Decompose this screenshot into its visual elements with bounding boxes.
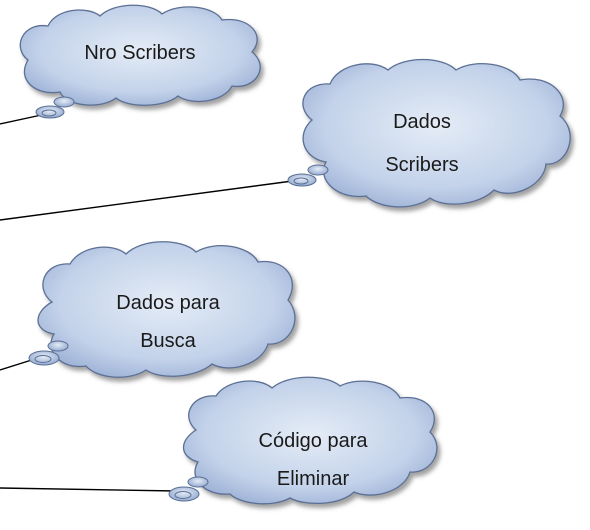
thought-bubble bbox=[293, 177, 309, 185]
cloud-label-line: Código para bbox=[259, 430, 369, 452]
thought-bubbles-codigo-para-eliminar bbox=[168, 476, 209, 502]
cloud-shape bbox=[302, 58, 571, 208]
thought-bubble bbox=[34, 355, 52, 363]
thought-bubble bbox=[53, 96, 75, 108]
cloud-dados-scribers bbox=[302, 58, 571, 208]
cloud-shape bbox=[19, 4, 261, 106]
cloud-label-line: Nro Scribers bbox=[84, 42, 195, 64]
cloud-dados-para-busca bbox=[37, 241, 296, 378]
thought-bubble bbox=[47, 340, 69, 352]
thought-bubble bbox=[187, 476, 209, 488]
cloud-nro-scribers bbox=[19, 4, 261, 106]
cloud-label-line: Dados para bbox=[116, 292, 220, 314]
cloud-label-line: Scribers bbox=[385, 154, 458, 176]
cloud-label-line: Busca bbox=[140, 330, 196, 352]
thought-bubble bbox=[174, 491, 192, 499]
thought-bubbles-dados-para-busca bbox=[28, 340, 69, 366]
thought-bubbles-nro-scribers bbox=[35, 96, 75, 119]
connector-line-codigo-para-eliminar bbox=[0, 487, 178, 492]
cloud-shape bbox=[37, 241, 296, 378]
cloud-codigo-para-eliminar bbox=[182, 376, 438, 505]
connector-line-dados-scribers bbox=[0, 179, 301, 221]
thought-bubbles-dados-scribers bbox=[287, 164, 329, 187]
thought-bubble bbox=[41, 109, 57, 117]
cloud-label-nro-scribers: Nro Scribers bbox=[84, 42, 195, 64]
cloud-label-line: Dados bbox=[393, 111, 451, 133]
cloud-label-line: Eliminar bbox=[277, 468, 350, 490]
thought-bubble bbox=[307, 164, 329, 176]
cloud-shape bbox=[182, 376, 438, 505]
